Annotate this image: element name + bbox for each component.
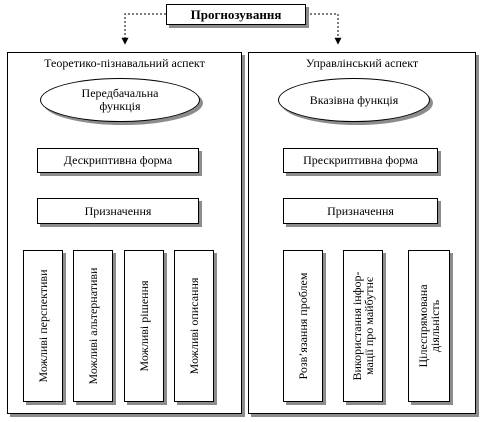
- left-form-box: Дескриптивна форма: [37, 148, 199, 173]
- right-function-text: Вказівна функція: [309, 92, 399, 107]
- right-item-box-3: Цілеспрямована діяльність: [408, 250, 450, 402]
- left-function-ellipse: Передбачальна функція: [40, 78, 200, 122]
- left-function-text: Передбачальна функція: [81, 86, 159, 113]
- left-item-box-4: Можливі описання: [174, 250, 214, 402]
- title-box: Прогнозування: [166, 4, 306, 25]
- right-heading: Управлінський аспект: [305, 56, 419, 70]
- left-form-text: Дескриптивна форма: [63, 153, 173, 167]
- right-function-ellipse: Вказівна функція: [278, 78, 430, 122]
- title-to-left-arrow: [121, 13, 166, 45]
- right-item-text-3: Цілеспрямована діяльність: [416, 284, 442, 368]
- right-purpose-box: Призначення: [283, 198, 438, 224]
- right-form-text: Прескриптивна форма: [303, 153, 418, 167]
- left-item-text-2: Можливі альтернативи: [86, 267, 100, 385]
- left-purpose-text: Призначення: [84, 203, 152, 218]
- left-heading: Теоретико-пізнавальний аспект: [44, 56, 205, 70]
- right-item-box-1: Розв’язання проблем: [283, 250, 323, 402]
- title-text: Прогнозування: [190, 6, 282, 22]
- right-item-text-1: Розв’язання проблем: [296, 272, 310, 380]
- title-to-right-arrow: [306, 13, 342, 45]
- left-item-text-3: Можливі рішення: [137, 280, 151, 372]
- right-item-box-2: Використання інфор-мації про майбутнє: [343, 250, 383, 402]
- left-item-box-3: Можливі рішення: [124, 250, 164, 402]
- left-item-text-4: Можливі описання: [187, 277, 201, 375]
- left-item-box-1: Можливі перспективи: [23, 250, 63, 402]
- left-purpose-box: Призначення: [37, 198, 199, 224]
- right-item-text-2: Використання інфор-мації про майбутнє: [350, 271, 376, 381]
- left-item-text-1: Можливі перспективи: [36, 269, 50, 383]
- left-item-box-2: Можливі альтернативи: [73, 250, 113, 402]
- right-purpose-text: Призначення: [327, 203, 394, 218]
- right-form-box: Прескриптивна форма: [283, 148, 438, 173]
